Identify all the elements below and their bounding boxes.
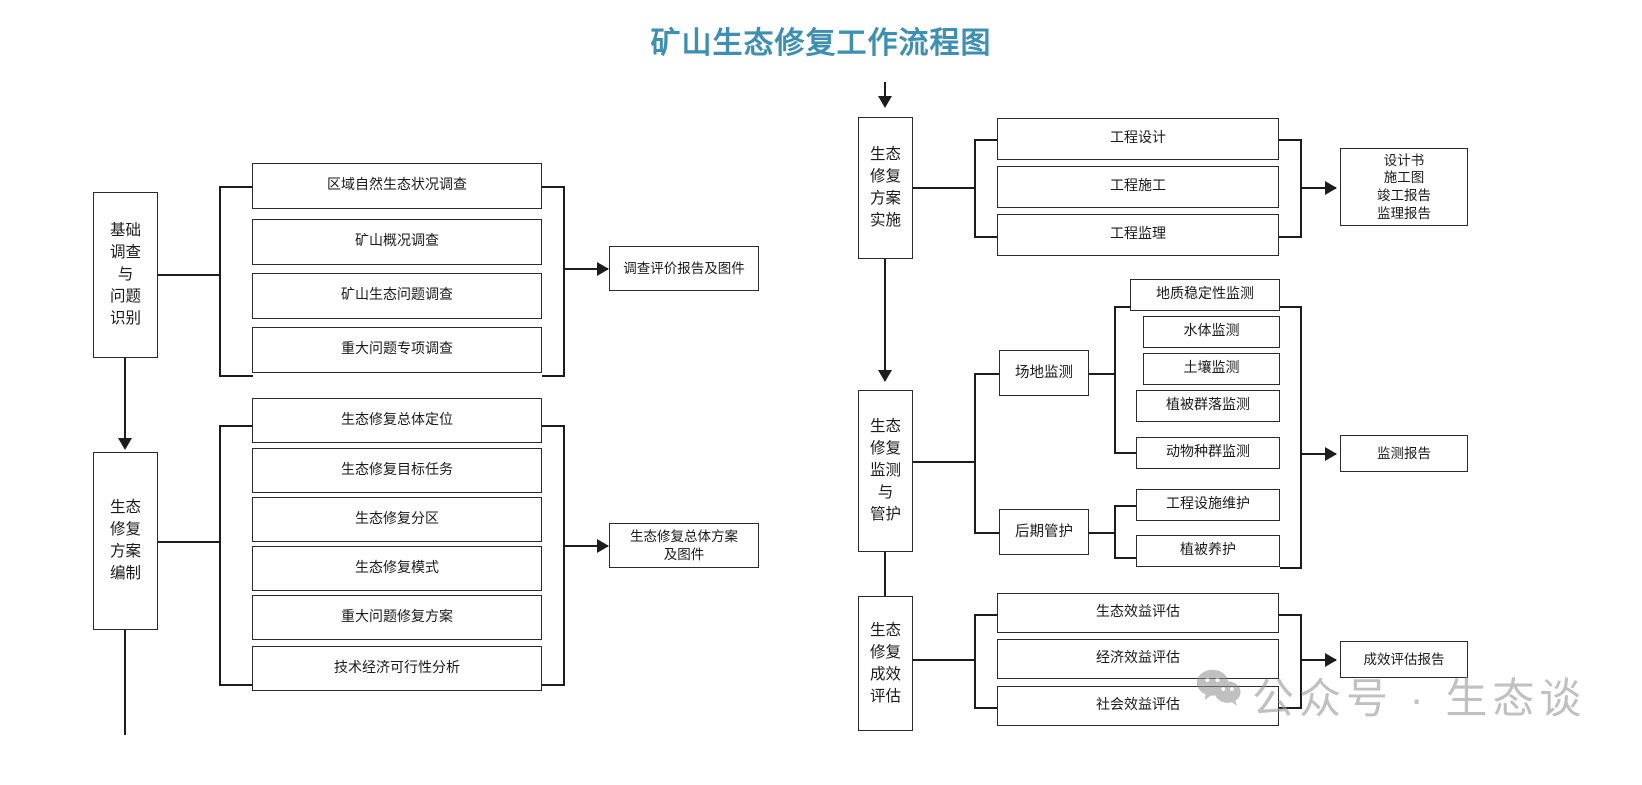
connector-stage3-bottom [974,236,998,238]
connector-stage1-bottom [219,375,253,377]
connector-stage5-bottom [974,707,998,709]
connector-stage4-out-top [1280,306,1302,308]
stage2-item-6[interactable]: 技术经济可行性分析 [252,646,542,691]
arrow-stage5-output [1325,653,1337,667]
stage4-group1-item-4[interactable]: 植被群落监测 [1136,390,1280,422]
connector-stage2-bottom [219,684,253,686]
connector-stage3-out-top [1279,139,1302,141]
stage3-output-box[interactable]: 设计书 施工图 竣工报告 监理报告 [1340,148,1468,226]
arrow-stage1-output [597,262,609,276]
stage3-item-3[interactable]: 工程监理 [997,214,1279,256]
stage5-item-2[interactable]: 经济效益评估 [997,639,1279,679]
connector-stage1-to-stage2 [124,358,126,442]
connector-into-stage3 [884,82,886,100]
stage4-group1-item-1[interactable]: 地质稳定性监测 [1130,279,1280,311]
connector-stage5-bus [974,614,976,708]
stage4-group-1-label[interactable]: 场地监测 [999,350,1089,396]
stage4-group1-item-5[interactable]: 动物种群监测 [1136,437,1280,469]
connector-stage3-out-arm [1300,187,1336,189]
connector-group2-bus [1114,505,1116,559]
stage4-output-box[interactable]: 监测报告 [1340,435,1468,472]
connector-stage1-top [219,186,253,188]
connector-stage4-out-bottom [1280,567,1302,569]
connector-group2-bottom [1114,557,1140,559]
stage4-group2-item-2[interactable]: 植被养护 [1136,535,1280,567]
connector-stage5-top [974,614,998,616]
arrow-into-stage3 [878,96,892,108]
connector-stage4-trunk [913,461,975,463]
arrow-stage4-output [1325,447,1337,461]
page-title: 矿山生态修复工作流程图 [650,27,992,60]
connector-stage4-to-group1 [974,373,1000,375]
arrow-stage1-to-stage2 [118,438,132,450]
connector-stage2-out-arm [563,545,608,547]
connector-stage5-out-top [1279,614,1302,616]
stage-box-4[interactable]: 生态 修复 监测 与 管护 [858,390,913,552]
connector-stage1-out-bottom [542,375,565,377]
stage5-output-box[interactable]: 成效评估报告 [1340,641,1468,678]
stage1-item-4[interactable]: 重大问题专项调查 [252,327,542,373]
stage1-output-box[interactable]: 调查评价报告及图件 [609,246,759,291]
connector-stage1-bus [219,186,221,376]
stage5-item-3[interactable]: 社会效益评估 [997,686,1279,726]
connector-stage3-bus [974,139,976,237]
stage1-item-3[interactable]: 矿山生态问题调查 [252,273,542,319]
connector-group2-top [1114,505,1140,507]
arrow-stage2-output [597,539,609,553]
stage4-group1-item-3[interactable]: 土壤监测 [1143,353,1280,385]
stage2-item-5[interactable]: 重大问题修复方案 [252,595,542,640]
connector-stage3-trunk [913,187,975,189]
stage5-item-1[interactable]: 生态效益评估 [997,593,1279,633]
stage-box-1[interactable]: 基础 调查 与 问题 识别 [93,192,158,358]
stage2-item-2[interactable]: 生态修复目标任务 [252,448,542,493]
stage4-group2-item-1[interactable]: 工程设施维护 [1136,489,1280,521]
stage4-group1-item-2[interactable]: 水体监测 [1143,316,1280,348]
connector-stage3-out-bottom [1279,236,1302,238]
stage1-item-1[interactable]: 区域自然生态状况调查 [252,163,542,209]
stage-box-5[interactable]: 生态 修复 成效 评估 [858,596,913,731]
connector-group1-trunk [1089,373,1115,375]
connector-stage5-outbus [1300,614,1302,708]
connector-stage2-top [219,425,253,427]
connector-stage2-bus [219,425,221,685]
connector-stage5-out-arm [1300,659,1336,661]
connector-stage1-out-arm [563,268,608,270]
connector-stage2-out-top [542,425,565,427]
connector-stage2-trunk [158,541,220,543]
stage2-output-box[interactable]: 生态修复总体方案 及图件 [609,523,759,568]
stage-box-2[interactable]: 生态 修复 方案 编制 [93,452,158,630]
connector-stage2-tail [124,630,126,735]
arrow-stage3-to-stage4 [878,370,892,382]
connector-stage5-out-bottom [1279,707,1302,709]
connector-stage1-trunk [158,274,220,276]
stage2-item-4[interactable]: 生态修复模式 [252,546,542,591]
stage4-group-2-label[interactable]: 后期管护 [999,509,1089,555]
stage3-item-2[interactable]: 工程施工 [997,166,1279,208]
connector-group2-trunk [1089,532,1115,534]
stage1-item-2[interactable]: 矿山概况调查 [252,219,542,265]
connector-stage3-to-stage4 [884,259,886,374]
connector-stage2-outbus [563,425,565,685]
connector-stage5-trunk [913,659,975,661]
connector-stage4-out-arm [1300,453,1336,455]
connector-stage4-outbus [1300,306,1302,568]
connector-stage4-to-stage5 [884,552,886,627]
arrow-stage3-output [1325,181,1337,195]
connector-stage2-out-bottom [542,684,565,686]
connector-stage4-bus [974,373,976,533]
connector-stage4-to-group2 [974,532,1000,534]
stage3-item-1[interactable]: 工程设计 [997,118,1279,160]
stage2-item-3[interactable]: 生态修复分区 [252,497,542,542]
connector-group1-bus [1114,306,1116,453]
connector-stage1-out-top [542,186,565,188]
connector-stage3-top [974,139,998,141]
connector-stage1-outbus [563,186,565,376]
stage-box-3[interactable]: 生态 修复 方案 实施 [858,117,913,259]
stage2-item-1[interactable]: 生态修复总体定位 [252,398,542,443]
